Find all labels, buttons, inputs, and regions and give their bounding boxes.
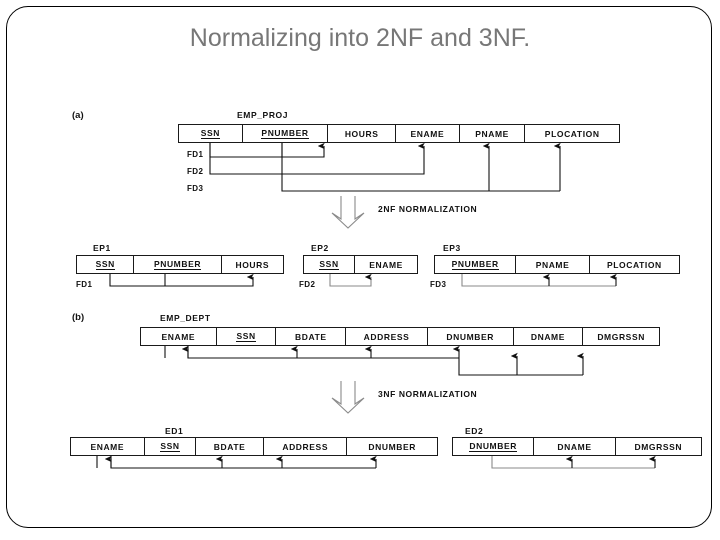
column-pnumber: PNUMBER <box>243 125 329 142</box>
empdept-fd2-bus <box>458 358 583 376</box>
relation-ed2: DNUMBER DNAME DMGRSSN <box>452 437 702 456</box>
column-dnumber: DNUMBER <box>428 328 514 345</box>
column-ssn: SSN <box>179 125 243 142</box>
relation-emp-proj: SSN PNUMBER HOURS ENAME PNAME PLOCATION <box>178 124 620 143</box>
column-dnumber: DNUMBER <box>368 441 417 452</box>
column-address: ADDRESS <box>346 328 428 345</box>
fd-label-ep3: FD3 <box>430 280 447 289</box>
column-dmgrssn: DMGRSSN <box>634 441 683 452</box>
relation-name-ep1: EP1 <box>93 243 111 253</box>
ep1-arrow-hours <box>165 273 254 287</box>
page-title: Normalizing into 2NF and 3NF. <box>189 24 531 52</box>
relation-name-ep2: EP2 <box>311 243 329 253</box>
relation-name-emp-proj: EMP_PROJ <box>237 110 289 120</box>
column-plocation: PLOCATION <box>544 128 600 139</box>
column-pnumber: PNUMBER <box>435 256 517 273</box>
relation-emp-dept: ENAME SSN BDATE ADDRESS DNUMBER DNAME DM… <box>140 327 660 346</box>
fd-label-fd1: FD1 <box>187 150 204 159</box>
relation-name-ep3: EP3 <box>443 243 461 253</box>
normalization-label-3nf: 3NF NORMALIZATION <box>378 389 478 399</box>
fd1-stem-ssn <box>209 143 282 158</box>
column-ssn: SSN <box>217 328 277 345</box>
normalization-label-2nf: 2NF NORMALIZATION <box>378 204 478 214</box>
column-pname: PNAME <box>516 256 590 273</box>
column-dmgrssn: DMGRSSN <box>597 331 645 342</box>
relation-ep2: SSN ENAME <box>303 255 418 274</box>
fd-label-ep2: FD2 <box>299 280 316 289</box>
relation-ep1: SSN PNUMBER HOURS <box>76 255 284 274</box>
fd1-arrow-hours <box>282 142 325 158</box>
column-ename: ENAME <box>141 328 217 345</box>
column-ssn: SSN <box>304 256 356 273</box>
column-ename: ENAME <box>369 259 403 270</box>
relation-name-ed1: ED1 <box>165 426 184 436</box>
column-ename: ENAME <box>396 125 460 142</box>
column-pname: PNAME <box>460 125 526 142</box>
ed1-bus <box>110 456 376 469</box>
column-ssn: SSN <box>77 256 135 273</box>
ed2-bus <box>491 456 655 469</box>
column-bdate: BDATE <box>276 328 347 345</box>
column-dname: DNAME <box>534 438 616 455</box>
arrow-3nf-normalization <box>331 381 365 414</box>
column-plocation: PLOCATION <box>606 259 662 270</box>
fd3-bus <box>281 143 560 192</box>
relation-ep3: PNUMBER PNAME PLOCATION <box>434 255 680 274</box>
column-dnumber: DNUMBER <box>453 438 535 455</box>
section-label-b: (b) <box>72 312 85 323</box>
fd-label-fd2: FD2 <box>187 167 204 176</box>
fd-label-ep1: FD1 <box>76 280 93 289</box>
column-pnumber: PNUMBER <box>134 256 222 273</box>
ep1-stem-ssn <box>109 274 165 287</box>
arrow-2nf-normalization <box>331 196 365 229</box>
column-hours: HOURS <box>328 125 397 142</box>
column-bdate: BDATE <box>196 438 264 455</box>
column-hours: HOURS <box>235 259 270 270</box>
section-label-a: (a) <box>72 110 84 121</box>
ep3-bus <box>461 274 616 287</box>
column-ename: ENAME <box>71 438 145 455</box>
fd-label-fd3: FD3 <box>187 184 204 193</box>
relation-ed1: ENAME SSN BDATE ADDRESS DNUMBER <box>70 437 438 456</box>
column-dname: DNAME <box>514 328 584 345</box>
fd2-arrow-ename <box>209 142 425 175</box>
column-address: ADDRESS <box>264 438 348 455</box>
relation-name-ed2: ED2 <box>465 426 484 436</box>
empdept-fd1-bus <box>187 346 459 359</box>
ep2-arrow-ename <box>329 273 372 287</box>
relation-name-emp-dept: EMP_DEPT <box>160 313 211 323</box>
column-ssn: SSN <box>145 438 197 455</box>
